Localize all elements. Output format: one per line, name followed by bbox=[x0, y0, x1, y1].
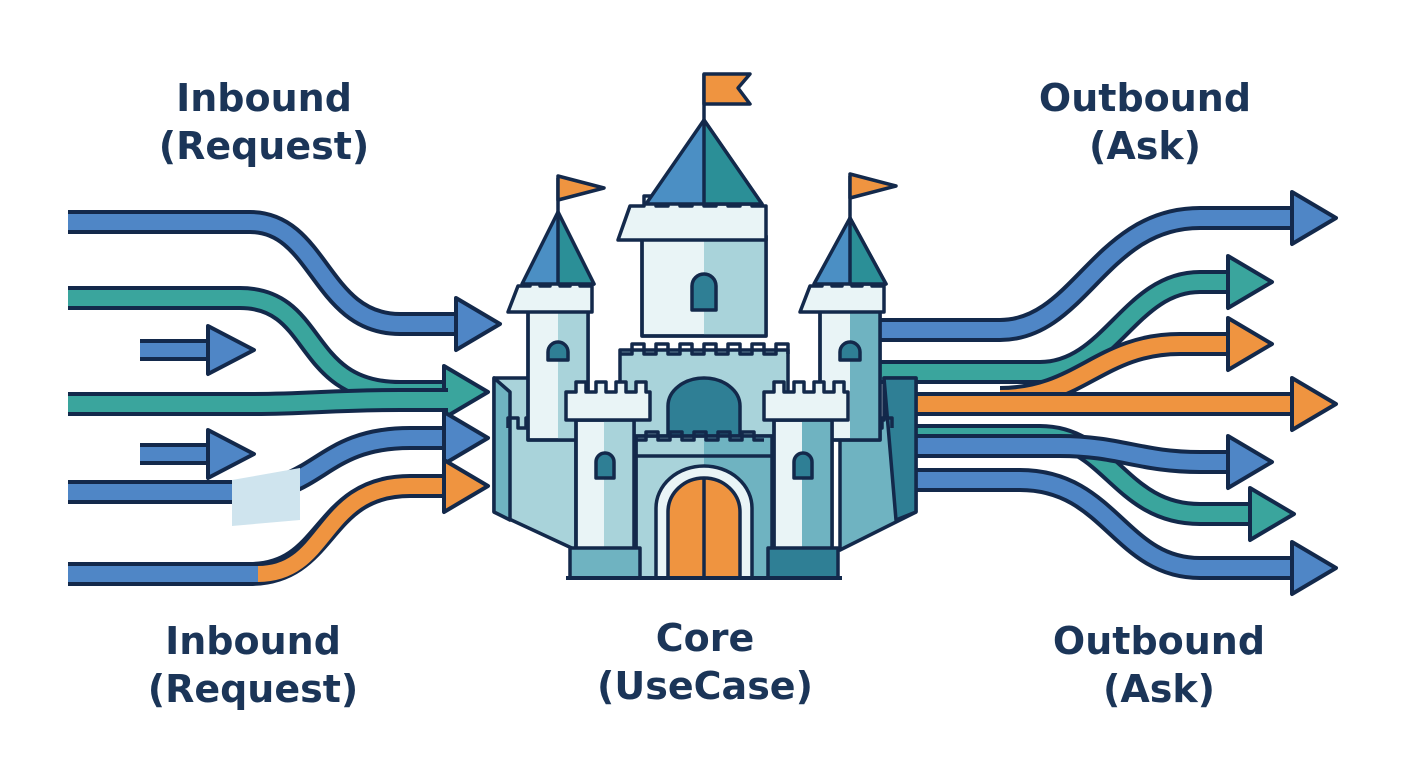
outbound-arrow-orange-2 bbox=[900, 376, 1338, 432]
flag-icon bbox=[702, 72, 752, 106]
outbound-title: Outbound bbox=[1038, 76, 1252, 120]
inbound-arrow-orange bbox=[68, 458, 490, 586]
castle-left-tower bbox=[506, 174, 606, 442]
outbound-arrow-blue-3 bbox=[900, 468, 1338, 596]
castle-gate bbox=[654, 464, 754, 580]
inbound-title: Inbound bbox=[165, 619, 341, 663]
inbound-short-arrow-1 bbox=[140, 324, 256, 376]
inbound-subtitle: (Request) bbox=[158, 124, 370, 168]
castle-front-right-tower bbox=[762, 380, 850, 580]
outbound-arrow-blue-1 bbox=[880, 190, 1338, 342]
core-label: Core (UseCase) bbox=[555, 614, 855, 710]
inbound-short-arrow-2 bbox=[140, 428, 256, 480]
inbound-title: Inbound bbox=[176, 76, 352, 120]
castle-keep bbox=[616, 72, 768, 338]
flag-icon bbox=[556, 174, 606, 202]
outbound-arrow-teal-1 bbox=[880, 254, 1274, 384]
inbound-subtitle: (Request) bbox=[147, 667, 359, 711]
inbound-blend-patch bbox=[232, 468, 300, 526]
inbound-label-top: Inbound (Request) bbox=[114, 74, 414, 170]
outbound-arrow-blue-2 bbox=[900, 434, 1274, 490]
outbound-subtitle: (Ask) bbox=[1102, 667, 1216, 711]
inbound-arrow-blue-1 bbox=[68, 210, 502, 352]
outbound-title: Outbound bbox=[1052, 619, 1266, 663]
flag-icon bbox=[848, 172, 898, 200]
outbound-label-bottom: Outbound (Ask) bbox=[1009, 617, 1309, 713]
castle-right-tower bbox=[798, 172, 898, 442]
castle-front-left-tower bbox=[564, 380, 652, 580]
outbound-label-top: Outbound (Ask) bbox=[995, 74, 1295, 170]
outbound-arrows bbox=[880, 190, 1338, 596]
outbound-subtitle: (Ask) bbox=[1088, 124, 1202, 168]
inbound-arrow-teal-2 bbox=[68, 388, 448, 416]
core-subtitle: (UseCase) bbox=[597, 664, 813, 708]
castle-icon bbox=[492, 72, 918, 580]
inbound-label-bottom: Inbound (Request) bbox=[103, 617, 403, 713]
core-title: Core bbox=[655, 616, 755, 660]
inbound-arrows bbox=[68, 210, 502, 586]
